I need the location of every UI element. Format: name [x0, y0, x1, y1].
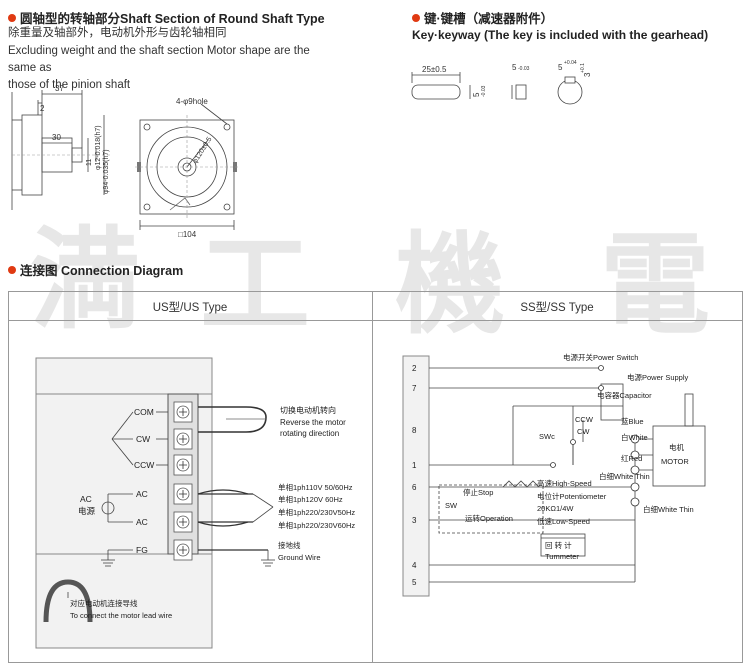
shaft-section-desc-cn: 除重量及轴部外，电动机外形与齿轮轴相同 [8, 27, 227, 39]
ss-blue: 蓝Blue [621, 416, 644, 426]
ss-motor-en: MOTOR [661, 457, 689, 466]
us-ground-en: Ground Wire [278, 553, 321, 562]
ss-terminal-8: 8 [412, 426, 417, 435]
us-terminal-com: COM [134, 407, 154, 417]
ss-terminal-3: 3 [412, 516, 417, 525]
ss-swc: SWc [539, 432, 555, 441]
us-reverse-cn: 切换电动机转向 [280, 405, 336, 415]
key-dim-depth3: 3 [583, 72, 592, 77]
key-dim-w5: 5 [512, 63, 517, 72]
ss-white-thin-2: 白细White Thin [643, 504, 694, 514]
us-ac-label-cn: 电源 [78, 506, 96, 516]
key-drawing: 25±0.5 5 -0.03 5 -0.03 5 +0.04 3 +0.1 [411, 60, 592, 105]
us-power-1: 单相1ph110V 50/60Hz [278, 482, 353, 492]
us-terminal-fg: FG [136, 545, 148, 555]
ss-diagram: 2 7 8 1 6 3 4 5 电源开关Power Switch 电源Power… [402, 352, 706, 597]
bullet-icon [8, 266, 16, 274]
ss-cw: CW [577, 427, 590, 436]
key-subtitle: Key·keyway (The key is included with the… [412, 28, 709, 42]
dim-37: 37 [55, 84, 64, 93]
dim-12: φ12-0.018(h7) [95, 125, 102, 170]
key-dim-top5tol: +0.04 [564, 60, 577, 66]
dim-104: □104 [178, 230, 197, 239]
dim-hole: 4-φ9hole [176, 97, 208, 106]
us-power-2: 单相1ph120V 60Hz [278, 494, 343, 504]
ss-terminal-5: 5 [412, 578, 417, 587]
us-lead-cn: 对应电动机连接导线 [70, 598, 138, 608]
us-ground-cn: 接地线 [278, 540, 301, 550]
ss-terminal-4: 4 [412, 561, 417, 570]
ss-power-switch: 电源开关Power Switch [563, 352, 638, 362]
key-dim-len: 25±0.5 [422, 65, 447, 74]
ss-ccw: CCW [575, 415, 594, 424]
shaft-section-title: 圆轴型的转轴部分Shaft Section of Round Shaft Typ… [8, 8, 325, 27]
us-reverse-en1: Reverse the motor [280, 418, 346, 427]
us-ac-label: AC [80, 494, 92, 504]
screw-slot-icon [179, 546, 187, 554]
key-dim-h5: 5 [472, 92, 481, 97]
shaft-drawing: 37 2 30 4-φ9hole □104 11 φ12-0.018(h7) φ… [11, 84, 240, 239]
screw-slot-icon [179, 518, 187, 526]
us-lead-en: To connect the motor lead wire [70, 611, 172, 620]
connection-title: 连接图 Connection Diagram [8, 260, 183, 279]
dim-2: 2 [40, 104, 45, 113]
ss-terminal-6: 6 [412, 483, 417, 492]
us-terminal-cw: CW [136, 434, 150, 444]
ss-tach-cn: 回 转 计 [545, 540, 572, 550]
ss-operation: 运转Operation [465, 513, 513, 523]
ss-terminal-1: 1 [412, 461, 417, 470]
ss-white: 白White [621, 432, 648, 442]
connection-table [8, 291, 743, 663]
key-dim-depth3tol: +0.1 [580, 63, 586, 73]
key-dim-w5tol: -0.03 [518, 66, 530, 72]
ss-capacitor: 电容器Capacitor [597, 390, 652, 400]
key-dim-top5: 5 [558, 63, 563, 72]
ss-power-supply: 电源Power Supply [627, 372, 689, 382]
ss-sw: SW [445, 501, 458, 510]
us-terminal-ac1: AC [136, 489, 148, 499]
us-power-4: 单相1ph220/230V60Hz [278, 520, 355, 530]
ss-terminal-7: 7 [412, 384, 417, 393]
dim-30: 30 [52, 133, 61, 142]
screw-slot-icon [179, 408, 187, 416]
us-power-3: 单相1ph220/230V50Hz [278, 507, 355, 517]
ss-low-speed: 低速Low-Speed [537, 516, 590, 526]
ss-high-speed: 高速High-Speed [537, 478, 592, 488]
us-terminal-ac2: AC [136, 517, 148, 527]
watermark-char-2: 工 [200, 220, 310, 349]
watermark-char-4: 電 [600, 220, 710, 349]
us-diagram: COM CW CCW AC AC FG AC 电源 切换电动机转向 Revers… [35, 357, 355, 649]
us-type-header: US型/US Type [152, 302, 228, 314]
ss-terminal-2: 2 [412, 364, 417, 373]
screw-slot-icon [179, 461, 187, 469]
screw-slot-icon [179, 435, 187, 443]
bullet-icon [8, 14, 16, 22]
ss-pot-value: 20KΩ1/4W [537, 504, 574, 513]
dim-11: 11 [86, 159, 93, 166]
ss-red: 红Red [621, 453, 642, 463]
dim-94: φ94-0.035(h7) [103, 149, 110, 194]
ss-stop: 停止Stop [463, 487, 493, 497]
watermark-char-1: 満 [30, 215, 140, 344]
ss-white-thin: 白细White Thin [599, 471, 650, 481]
us-terminal-ccw: CCW [134, 460, 154, 470]
watermark-char-3: 機 [395, 220, 505, 349]
shaft-section-desc-en: Excluding weight and the shaft section M… [8, 45, 310, 91]
table-divider-vertical [372, 291, 373, 663]
table-divider-horizontal [8, 320, 743, 321]
ss-type-header: SS型/SS Type [520, 302, 594, 314]
bullet-icon [412, 14, 420, 22]
dim-pcd: φ120±0.5 [192, 136, 214, 165]
screw-slot-icon [179, 490, 187, 498]
us-reverse-en2: rotating direction [280, 429, 339, 438]
ss-potentiometer: 电位计Potentiometer [537, 491, 607, 501]
key-dim-h5tol: -0.03 [481, 85, 487, 97]
ss-motor-cn: 电机 [669, 442, 684, 452]
key-title: 键·键槽（减速器附件） [412, 8, 553, 27]
ss-tach-en: Tummeter [545, 552, 579, 561]
